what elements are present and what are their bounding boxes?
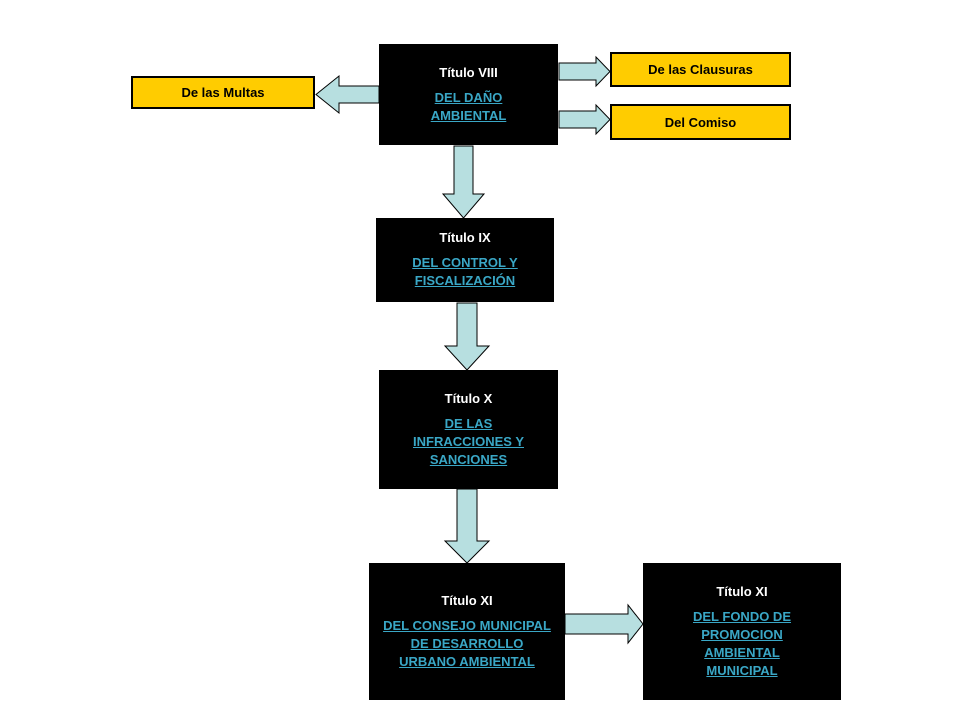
arrow-down-t9-t10 xyxy=(443,302,491,371)
node-title: Título X xyxy=(444,390,493,406)
arrow-left-multas xyxy=(315,74,380,115)
node-link-dano-ambiental[interactable]: DEL DAÑO AMBIENTAL xyxy=(430,89,507,123)
node-titulo-viii: Título VIII DEL DAÑO AMBIENTAL xyxy=(379,44,558,145)
arrow-down-t10-t11 xyxy=(443,488,491,564)
node-titulo-ix: Título IX DEL CONTROL Y FISCALIZACIÓN xyxy=(376,218,554,302)
node-link-consejo-municipal[interactable]: DEL CONSEJO MUNICIPAL DE DESARROLLO URBA… xyxy=(383,617,551,669)
node-link-fondo-promocion[interactable]: DEL FONDO DE PROMOCION AMBIENTAL MUNICIP… xyxy=(693,608,791,678)
arrow-right-comiso xyxy=(558,103,611,136)
arrow-down-t8-t9 xyxy=(441,145,486,219)
node-titulo-xi-fondo: Título XI DEL FONDO DE PROMOCION AMBIENT… xyxy=(643,563,841,700)
box-de-las-multas[interactable]: De las Multas xyxy=(131,76,315,109)
box-del-comiso[interactable]: Del Comiso xyxy=(610,104,791,140)
box-de-las-clausuras[interactable]: De las Clausuras xyxy=(610,52,791,87)
node-title: Título VIII xyxy=(439,64,498,80)
node-titulo-x: Título X DE LAS INFRACCIONES Y SANCIONES xyxy=(379,370,558,489)
node-link-infracciones-sanciones[interactable]: DE LAS INFRACCIONES Y SANCIONES xyxy=(413,415,524,467)
node-link-control-fiscalizacion[interactable]: DEL CONTROL Y FISCALIZACIÓN xyxy=(412,255,518,288)
node-titulo-xi-consejo: Título XI DEL CONSEJO MUNICIPAL DE DESAR… xyxy=(369,563,565,700)
node-title: Título XI xyxy=(441,592,493,608)
node-title: Título XI xyxy=(716,583,768,599)
arrow-right-fondo xyxy=(564,603,644,645)
arrow-right-clausuras xyxy=(558,55,611,88)
node-title: Título IX xyxy=(439,230,491,245)
